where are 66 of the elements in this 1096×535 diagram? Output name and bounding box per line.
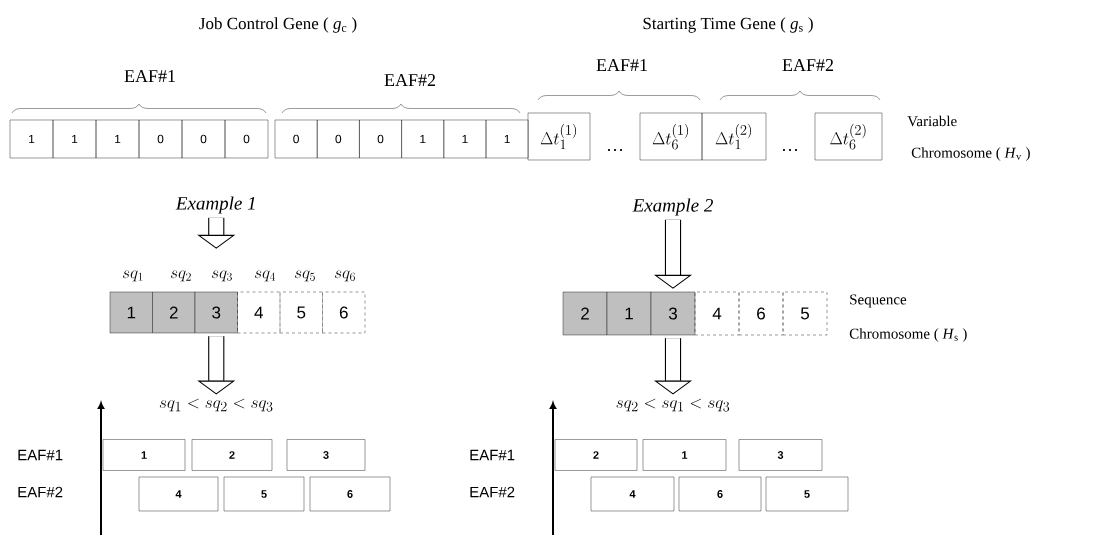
- sequence-cell: 6: [322, 291, 366, 334]
- sequence-cell: 3: [194, 291, 238, 334]
- sequence-index: $sq_{2}$: [170, 270, 191, 282]
- chromosome-cell: 1: [401, 119, 444, 159]
- schedule-bar: 5: [223, 476, 305, 512]
- schedule-bar: 3: [286, 439, 366, 471]
- schedule-bar: 6: [309, 476, 391, 512]
- sequence-index: $sq_{4}$: [254, 270, 276, 282]
- schedule-bar: 4: [590, 476, 675, 512]
- gene-cell: $\Delta t_{6}^{(2)}$: [814, 112, 883, 161]
- chromosome-cell: 0: [224, 119, 269, 159]
- chromosome-label: Chromosome ( H$_{s}$ ): [849, 328, 967, 342]
- gene-cell: $\Delta t_{6}^{(1)}$: [639, 112, 703, 161]
- chromosome-cell: 0: [359, 119, 402, 159]
- gene-title: Job Control Gene ( g$_{c}$ ): [199, 17, 357, 33]
- example-label: Example 1: [175, 196, 255, 214]
- chromosome-label: Chromosome ( H$_{v}$ ): [911, 147, 1030, 161]
- sequence-cell: 4: [694, 291, 740, 336]
- sequence-cell: 2: [152, 291, 196, 334]
- sequence-cell: 3: [650, 291, 696, 336]
- brace-label: EAF#2: [384, 74, 435, 86]
- row-label: EAF#2: [470, 486, 515, 498]
- chromosome-cell: 0: [274, 119, 318, 159]
- schedule-bar: 5: [765, 476, 849, 512]
- schedule-bar: 3: [738, 439, 823, 471]
- chromosome-cell: 0: [317, 119, 360, 159]
- chromosome-cell: 1: [443, 119, 487, 159]
- sequence-formula: $sq_{2} < sq_{1} < sq_{3}$: [616, 398, 730, 412]
- chromosome-label: Sequence: [850, 294, 907, 308]
- chromosome-label: Variable: [907, 115, 957, 127]
- gene-title: Starting Time Gene ( g$_{s}$ ): [643, 17, 813, 33]
- sequence-index: $sq_{1}$: [122, 270, 143, 282]
- chromosome-cell: 1: [52, 119, 97, 159]
- sequence-index: $sq_{6}$: [334, 270, 355, 282]
- brace-label: EAF#1: [124, 70, 175, 82]
- sequence-formula: $sq_{1} < sq_{2} < sq_{3}$: [159, 398, 273, 412]
- schedule-bar: 4: [138, 476, 219, 512]
- brace-label: EAF#2: [782, 59, 833, 71]
- sequence-cell: 2: [562, 291, 608, 336]
- gene-cell: $\Delta t_{1}^{(2)}$: [701, 112, 767, 161]
- chromosome-cell: 0: [138, 119, 183, 159]
- brace-label: EAF#1: [596, 59, 647, 71]
- sequence-index: $sq_{5}$: [294, 270, 315, 282]
- row-label: EAF#2: [18, 486, 63, 498]
- sequence-cell: 5: [782, 291, 828, 336]
- sequence-cell: 5: [279, 291, 323, 334]
- gene-cell: $\Delta t_{1}^{(1)}$: [527, 112, 591, 161]
- chromosome-cell: 1: [485, 119, 529, 159]
- row-label: EAF#1: [470, 449, 515, 461]
- chromosome-cell: 1: [95, 119, 140, 159]
- ellipsis: …: [607, 148, 623, 152]
- sequence-index: $sq_{3}$: [211, 270, 232, 282]
- schedule-bar: 1: [642, 439, 727, 471]
- sequence-cell: 1: [109, 291, 153, 334]
- sequence-cell: 1: [606, 291, 652, 336]
- schedule-bar: 6: [678, 476, 762, 512]
- chromosome-cell: 1: [9, 119, 54, 159]
- row-label: EAF#1: [18, 449, 63, 461]
- chromosome-cell: 0: [181, 119, 226, 159]
- schedule-bar: 1: [102, 439, 186, 471]
- sequence-cell: 6: [738, 291, 784, 336]
- ellipsis: …: [782, 148, 798, 152]
- schedule-bar: 2: [191, 439, 273, 471]
- example-label: Example 2: [632, 198, 713, 216]
- schedule-bar: 2: [554, 439, 638, 471]
- sequence-cell: 4: [237, 291, 281, 334]
